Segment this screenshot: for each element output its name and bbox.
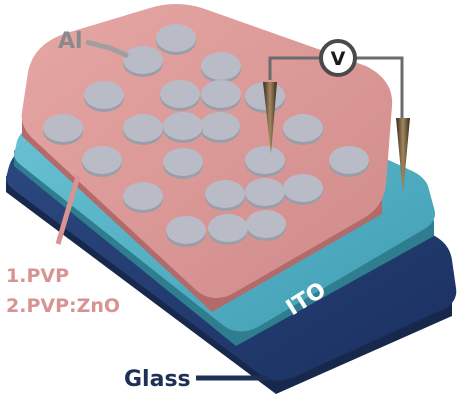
al-leader-line [85, 39, 130, 59]
al-electrode [208, 214, 248, 242]
al-electrode [123, 114, 163, 142]
dielectric-layer [21, 4, 393, 299]
al-electrode [123, 182, 163, 210]
dielectric-label-2: 2.PVP:ZnO [6, 295, 120, 317]
al-electrode [283, 174, 323, 202]
al-electrode [245, 146, 285, 174]
probe-tip-right [396, 118, 410, 194]
al-electrode [123, 46, 163, 74]
voltmeter-icon [319, 39, 357, 77]
al-electrode [160, 80, 200, 108]
al-label: Al [58, 29, 83, 54]
al-electrode [329, 146, 369, 174]
dielectric-label-1: 1.PVP [6, 265, 69, 287]
dielectric-layer-side [22, 120, 382, 312]
al-electrode [166, 216, 206, 244]
al-electrode [43, 114, 83, 142]
probe-wire [268, 56, 322, 80]
al-electrode [201, 80, 241, 108]
dielectric-leader-line [55, 175, 81, 245]
al-electrode [84, 81, 124, 109]
al-electrode [201, 52, 241, 80]
voltmeter-label: V [331, 48, 346, 70]
al-electrode [246, 210, 286, 238]
al-electrode [200, 112, 240, 140]
al-electrode [82, 146, 122, 174]
al-electrode [156, 24, 196, 52]
al-electrode [163, 148, 203, 176]
al-electrode [245, 178, 285, 206]
al-electrode [205, 180, 245, 208]
probe-wire [354, 56, 404, 118]
glass-label: Glass [124, 367, 191, 392]
probe-tip-left [263, 82, 277, 154]
measurement-setup: V [263, 39, 410, 194]
al-electrode [283, 114, 323, 142]
al-electrode [163, 112, 203, 140]
